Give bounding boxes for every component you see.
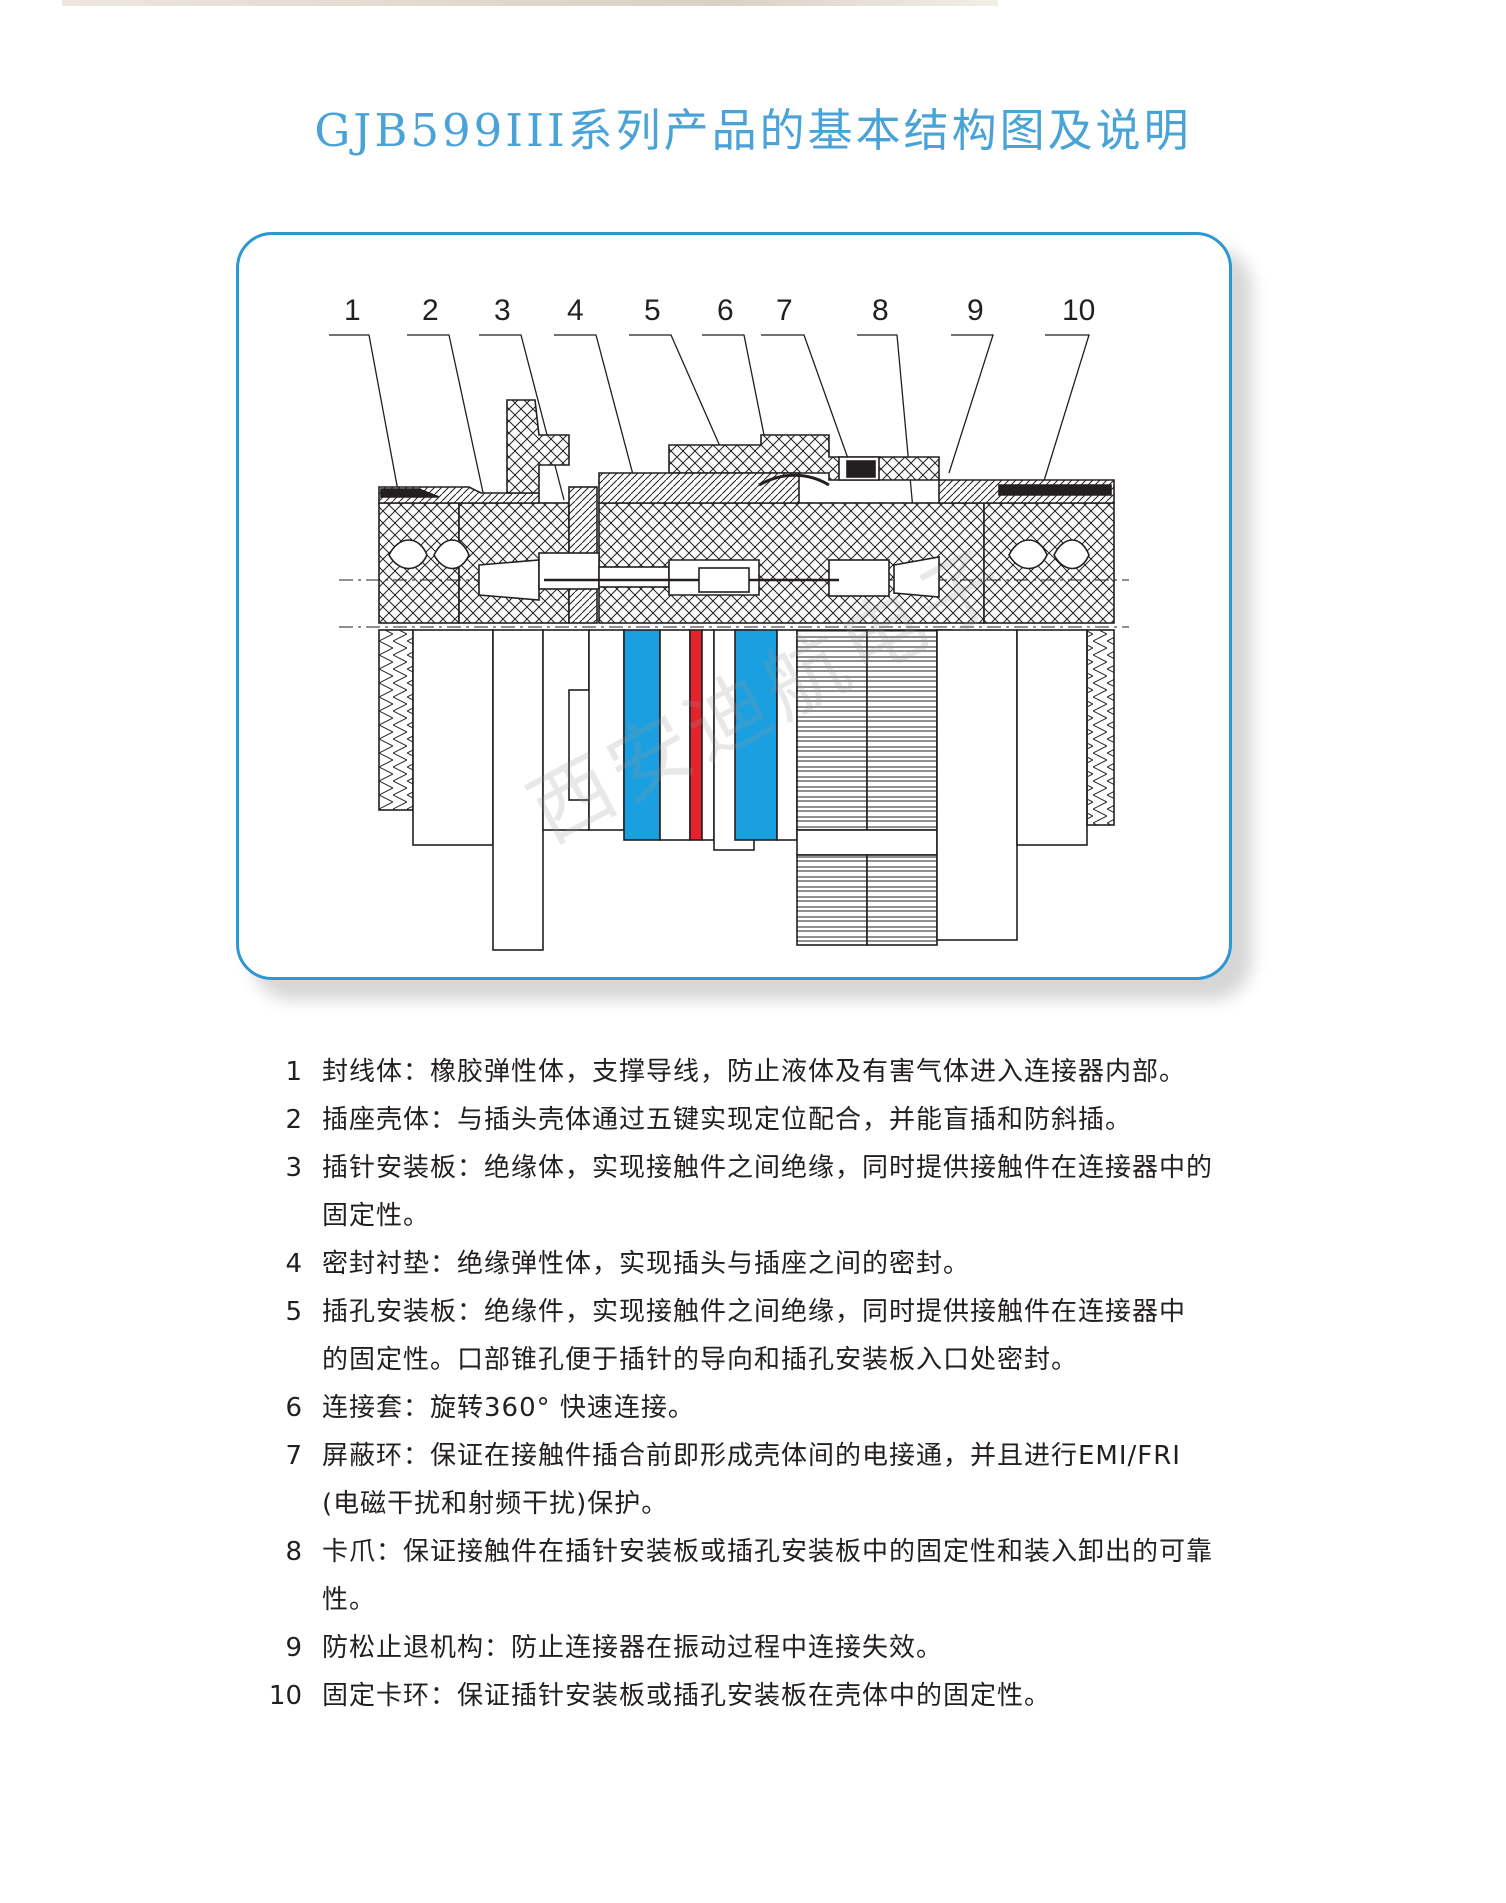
seal-band-2 <box>734 629 778 841</box>
legend-text: 插座壳体：与插头壳体通过五键实现定位配合，并能盲插和防斜插。 <box>322 1105 1133 1135</box>
list-item: 6 连接套：旋转360° 快速连接。 <box>262 1384 1262 1432</box>
legend-text: 连接套：旋转360° 快速连接。 <box>322 1393 695 1423</box>
list-item: 2 插座壳体：与插头壳体通过五键实现定位配合，并能盲插和防斜插。 <box>262 1096 1262 1144</box>
list-item: 4 密封衬垫：绝缘弹性体，实现插头与插座之间的密封。 <box>262 1240 1262 1288</box>
list-item: 8 卡爪：保证接触件在插针安装板或插孔安装板中的固定性和装入卸出的可靠性。 <box>262 1528 1262 1624</box>
callout-4: 4 <box>567 294 584 327</box>
legend-text: 防松止退机构：防止连接器在振动过程中连接失效。 <box>322 1633 944 1663</box>
legend-text: 密封衬垫：绝缘弹性体，实现插头与插座之间的密封。 <box>322 1249 971 1279</box>
list-item: 5 插孔安装板：绝缘件，实现接触件之间绝缘，同时提供接触件在连接器中 的固定性。… <box>262 1288 1262 1384</box>
structure-diagram-frame: 1 2 3 4 5 6 7 8 9 10 <box>236 232 1232 980</box>
legend-text: 屏蔽环：保证在接触件插合前即形成壳体间的电接通，并且进行EMI/FRI (电磁干… <box>322 1441 1181 1519</box>
list-item: 7 屏蔽环：保证在接触件插合前即形成壳体间的电接通，并且进行EMI/FRI (电… <box>262 1432 1262 1528</box>
legend-list: 1 封线体：橡胶弹性体，支撑导线，防止液体及有害气体进入连接器内部。 2 插座壳… <box>262 1048 1262 1720</box>
upper-cross-section <box>339 399 1129 624</box>
callout-10: 10 <box>1062 294 1095 327</box>
leader-lines <box>329 334 1090 576</box>
legend-text: 插针安装板：绝缘体，实现接触件之间绝缘，同时提供接触件在连接器中的固定性。 <box>322 1153 1214 1231</box>
callout-group: 1 2 3 4 5 6 7 8 9 10 <box>329 294 1095 576</box>
legend-number: 4 <box>285 1249 302 1279</box>
legend-number: 5 <box>285 1297 302 1327</box>
red-band <box>689 629 703 841</box>
legend-number: 2 <box>285 1105 302 1135</box>
legend-number: 10 <box>268 1681 302 1711</box>
callout-1: 1 <box>344 294 361 327</box>
callout-2: 2 <box>422 294 439 327</box>
seal-band-1 <box>623 629 661 841</box>
lower-exterior-view <box>378 629 1115 951</box>
list-item: 1 封线体：橡胶弹性体，支撑导线，防止液体及有害气体进入连接器内部。 <box>262 1048 1262 1096</box>
callout-5: 5 <box>644 294 661 327</box>
legend-text: 卡爪：保证接触件在插针安装板或插孔安装板中的固定性和装入卸出的可靠性。 <box>322 1537 1214 1615</box>
top-decor-strip <box>62 0 998 6</box>
callout-7: 7 <box>776 294 793 327</box>
legend-number: 9 <box>285 1633 302 1663</box>
legend-number: 8 <box>285 1537 302 1567</box>
legend-text: 封线体：橡胶弹性体，支撑导线，防止液体及有害气体进入连接器内部。 <box>322 1057 1187 1087</box>
page-title: GJB599III系列产品的基本结构图及说明 <box>314 104 1192 157</box>
callout-6: 6 <box>717 294 734 327</box>
legend-text: 固定卡环：保证插针安装板或插孔安装板在壳体中的固定性。 <box>322 1681 1052 1711</box>
list-item: 9 防松止退机构：防止连接器在振动过程中连接失效。 <box>262 1624 1262 1672</box>
list-item: 10 固定卡环：保证插针安装板或插孔安装板在壳体中的固定性。 <box>262 1672 1262 1720</box>
legend-number: 6 <box>285 1393 302 1423</box>
legend-number: 3 <box>285 1153 302 1183</box>
legend-number: 1 <box>285 1057 302 1087</box>
list-item: 3 插针安装板：绝缘体，实现接触件之间绝缘，同时提供接触件在连接器中的固定性。 <box>262 1144 1262 1240</box>
connector-cross-section: 1 2 3 4 5 6 7 8 9 10 <box>329 294 1129 951</box>
callout-9: 9 <box>967 294 984 327</box>
legend-number: 7 <box>285 1441 302 1471</box>
legend-text: 插孔安装板：绝缘件，实现接触件之间绝缘，同时提供接触件在连接器中 的固定性。口部… <box>322 1297 1187 1375</box>
callout-3: 3 <box>494 294 511 327</box>
callout-8: 8 <box>872 294 889 327</box>
